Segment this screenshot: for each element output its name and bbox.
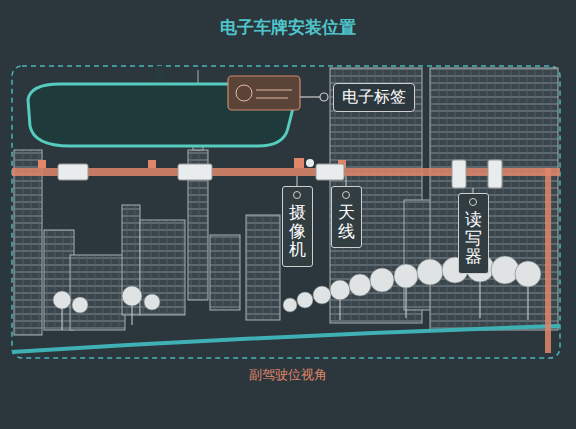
windshield-bar	[12, 168, 560, 176]
hanging-tag: 摄像机	[282, 186, 313, 267]
tag-hole	[342, 191, 350, 199]
tree-trunks	[62, 282, 528, 330]
buildings	[14, 68, 558, 335]
node-label: 电子标签	[342, 87, 406, 106]
tag-mark	[256, 98, 288, 99]
title: 电子车牌安装位置	[0, 16, 576, 39]
leader-line	[300, 96, 320, 97]
tag-strings	[297, 176, 473, 193]
callout-box: 电子标签	[333, 83, 415, 112]
tag-hole	[469, 198, 477, 206]
tag-device	[228, 76, 300, 110]
ground-line	[12, 326, 560, 352]
windshield-pillar	[545, 168, 551, 353]
hanging-tag: 天线	[331, 186, 362, 248]
leader-dot	[320, 93, 328, 101]
caption: 副驾驶位视角	[0, 366, 576, 384]
tag-hole	[293, 191, 301, 199]
node-label: 读写器	[465, 210, 482, 266]
devices	[38, 158, 502, 188]
node-label: 天线	[338, 203, 355, 240]
frame	[12, 66, 560, 358]
tag-chip	[236, 85, 252, 101]
node-label: 摄像机	[289, 203, 306, 259]
mirror-stalk	[156, 66, 164, 84]
tag-mark	[256, 90, 292, 91]
hanging-tag: 读写器	[458, 193, 489, 274]
